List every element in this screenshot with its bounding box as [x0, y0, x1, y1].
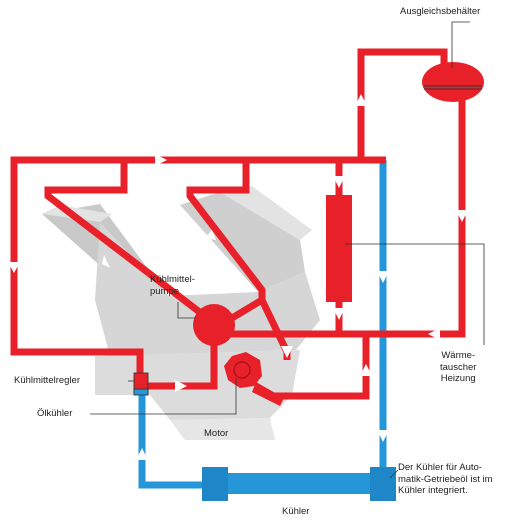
hot-engine-to-regulator — [270, 334, 370, 400]
flow-arrow-top-right — [155, 154, 167, 166]
flow-arrow-reg-up — [360, 364, 372, 376]
flow-arrow-heater-out — [333, 308, 345, 320]
flow-arrow-bank-down — [281, 346, 293, 358]
flow-arrow-tank-return — [428, 328, 440, 340]
coolant-regulator — [133, 372, 149, 396]
flow-arrow-heater-in — [333, 176, 345, 188]
transmission-cooler-note: Der Kühler für Auto- matik-Getriebeöl is… — [398, 462, 493, 496]
oil-cooler-label: Ölkühler — [37, 408, 73, 419]
flow-arrow-tank-down — [456, 210, 468, 222]
expansion-tank-label: Ausgleichsbehälter — [400, 6, 481, 17]
flow-arrow-oil-right — [175, 380, 187, 392]
hot-tank-return-line — [217, 96, 466, 338]
heat-exchanger-label: Wärme- tauscher Heizung — [440, 350, 477, 384]
flow-arrow-cold-down-1 — [377, 271, 389, 283]
flow-arrow-tank-up — [355, 94, 367, 106]
coolant-pump-label: Kühlmittel- pumpe — [150, 274, 195, 297]
flow-arrow-oil-up — [136, 448, 148, 460]
oil-cooler-housing — [224, 352, 284, 406]
expansion-tank — [422, 62, 484, 102]
flow-arrow-cyl-left — [102, 255, 110, 268]
hot-outer-left-loop — [10, 156, 386, 373]
engine-label: Motor — [204, 428, 229, 439]
leader-lines — [90, 21, 485, 479]
hot-oil-cooler-feed — [148, 340, 218, 390]
flow-arrow-cold-down-2 — [377, 430, 389, 442]
flow-arrow-cyl-right — [205, 230, 216, 240]
heat-exchanger — [326, 195, 352, 302]
coolant-pump — [193, 304, 235, 346]
coolant-regulator-label: Kühlmittelregler — [14, 375, 80, 386]
radiator-label: Kühler — [282, 506, 310, 517]
hot-cylinder-left-line — [44, 160, 213, 323]
hot-coolant-lines — [10, 48, 466, 400]
cold-coolant-lines — [138, 160, 387, 489]
radiator — [202, 467, 396, 501]
flow-arrow-left-down — [8, 262, 20, 273]
flow-arrows — [8, 94, 468, 460]
cold-oil-cooler-line — [138, 393, 210, 489]
